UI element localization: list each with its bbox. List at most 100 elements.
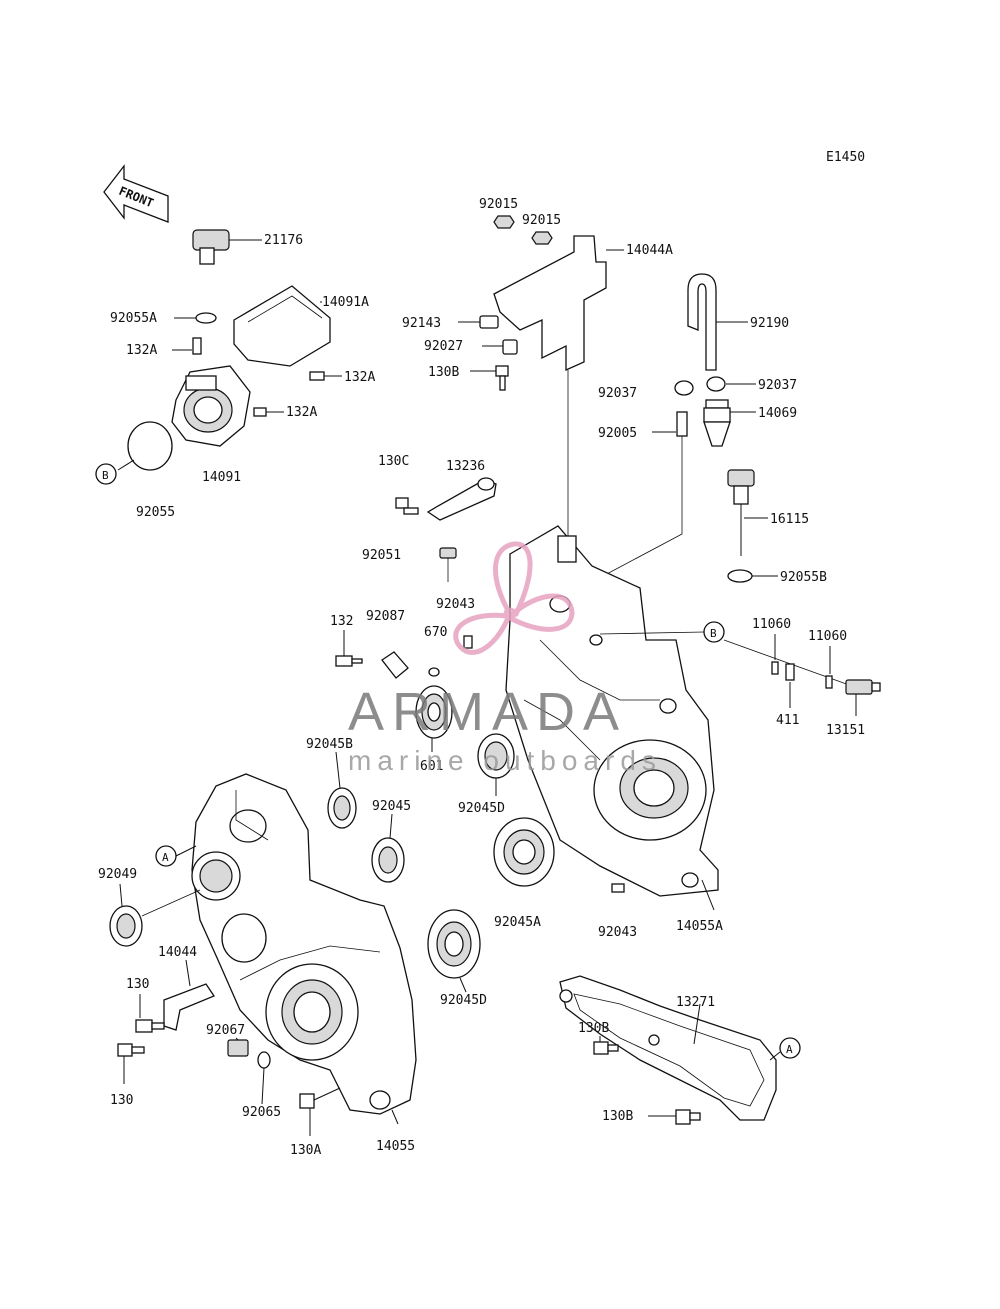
bearing-92045D-top — [477, 733, 515, 796]
part-label-132A-2: 132A — [344, 370, 375, 385]
pin-670 — [463, 635, 473, 649]
part-label-92190: 92190 — [750, 316, 789, 331]
callout-B-left-letter: B — [102, 469, 109, 482]
part-label-21176: 21176 — [264, 233, 303, 248]
lever-13236 — [426, 477, 497, 521]
part-label-130A: 130A — [290, 1143, 321, 1158]
callout-B-right: B — [599, 621, 853, 687]
part-label-92049: 92049 — [98, 867, 137, 882]
nut-92015-1 — [493, 215, 515, 229]
callout-B-right-letter: B — [710, 627, 717, 640]
callout-A-left: A — [155, 845, 197, 867]
part-label-92045B: 92045B — [306, 737, 353, 752]
part-label-13151: 13151 — [826, 723, 865, 738]
part-label-130-2: 130 — [110, 1093, 133, 1108]
part-label-92045: 92045 — [372, 799, 411, 814]
clamp-92037-left — [674, 380, 694, 396]
bolt-130B-mid — [593, 1036, 619, 1055]
plate-411 — [785, 663, 795, 708]
part-label-92045A: 92045A — [494, 915, 541, 930]
part-label-13236: 13236 — [446, 459, 485, 474]
part-label-92055B: 92055B — [780, 570, 827, 585]
part-label-92037-left: 92037 — [598, 386, 637, 401]
part-label-92045D-2: 92045D — [440, 993, 487, 1008]
part-label-92015-1: 92015 — [479, 197, 518, 212]
part-label-601: 601 — [420, 759, 443, 774]
oring-92055B — [727, 569, 778, 583]
part-label-132: 132 — [330, 614, 353, 629]
bolt-130-1 — [135, 994, 165, 1033]
collar-92027 — [482, 339, 518, 355]
plate-92087 — [381, 651, 409, 679]
callout-A-right: A — [769, 1037, 801, 1061]
part-label-132A-1: 132A — [126, 343, 157, 358]
part-label-130-1: 130 — [126, 977, 149, 992]
bolt-132A-1 — [172, 337, 202, 355]
dipstick-16115 — [727, 469, 768, 556]
bearing-large-right — [493, 817, 555, 887]
callout-A-right-letter: A — [786, 1043, 793, 1056]
bolt-130B-top — [470, 365, 509, 391]
part-label-92045D-1: 92045D — [458, 801, 505, 816]
nut-92015-2 — [531, 231, 553, 245]
part-label-92065: 92065 — [242, 1105, 281, 1120]
clamp-92037-right — [706, 376, 756, 392]
part-label-14055: 14055 — [376, 1139, 415, 1154]
part-label-130C: 130C — [378, 454, 409, 469]
part-label-14044: 14044 — [158, 945, 197, 960]
bracket-14044A — [493, 235, 624, 540]
part-label-11060-1: 11060 — [752, 617, 791, 632]
part-label-92015-2: 92015 — [522, 213, 561, 228]
part-label-92037-right: 92037 — [758, 378, 797, 393]
pin-92043-bottom — [611, 883, 625, 893]
part-label-13271: 13271 — [676, 995, 715, 1010]
bushing-92143 — [458, 315, 499, 329]
part-label-92055: 92055 — [136, 505, 175, 520]
part-label-92051: 92051 — [362, 548, 401, 563]
part-label-92055A: 92055A — [110, 311, 157, 326]
callout-A-left-letter: A — [162, 851, 169, 864]
part-label-92027: 92027 — [424, 339, 463, 354]
filter-14069 — [703, 399, 756, 447]
part-label-130B-top: 130B — [428, 365, 459, 380]
washer-11060-1 — [771, 634, 779, 675]
sensor-21176 — [192, 229, 262, 265]
bearing-92045A — [427, 909, 481, 993]
bolt-130-2 — [117, 1043, 145, 1084]
part-label-92087: 92087 — [366, 609, 405, 624]
oring-92087 — [428, 667, 440, 677]
seal-92049 — [109, 883, 201, 947]
crankcase-14055A — [505, 525, 719, 911]
bolt-130A — [299, 1087, 341, 1136]
part-label-14069: 14069 — [758, 406, 797, 421]
bolt-130C — [395, 497, 419, 515]
throttle-body-14091 — [171, 365, 251, 447]
part-label-92143: 92143 — [402, 316, 441, 331]
bolt-132A-3 — [253, 407, 284, 417]
callout-B-left: B — [95, 463, 117, 485]
nipple-92005 — [587, 411, 688, 585]
bolt-130B-low — [648, 1109, 701, 1125]
crankcase-14055 — [191, 773, 417, 1125]
bearing-601 — [415, 685, 453, 752]
bearing-92045 — [371, 813, 405, 883]
gasket-92055 — [117, 421, 173, 471]
part-label-130B-mid: 130B — [578, 1021, 609, 1036]
part-label-132A-3: 132A — [286, 405, 317, 420]
plug-92067 — [227, 1037, 249, 1057]
part-label-14091A: 14091A — [322, 295, 369, 310]
washer-11060-2 — [825, 646, 833, 689]
washer-92065 — [257, 1051, 271, 1105]
hose-92190 — [687, 273, 748, 371]
part-label-16115: 16115 — [770, 512, 809, 527]
part-label-11060-2: 11060 — [808, 629, 847, 644]
gasket-13271 — [559, 975, 777, 1121]
part-label-14044A: 14044A — [626, 243, 673, 258]
oring-92055A — [174, 312, 217, 324]
part-label-670: 670 — [424, 625, 447, 640]
part-label-92005: 92005 — [598, 426, 637, 441]
switch-13151 — [845, 679, 881, 716]
bolt-132A-2 — [309, 371, 342, 381]
watermark-logo: ARMADA marine outboards — [348, 541, 656, 776]
diagram-code: E1450 — [826, 150, 865, 165]
